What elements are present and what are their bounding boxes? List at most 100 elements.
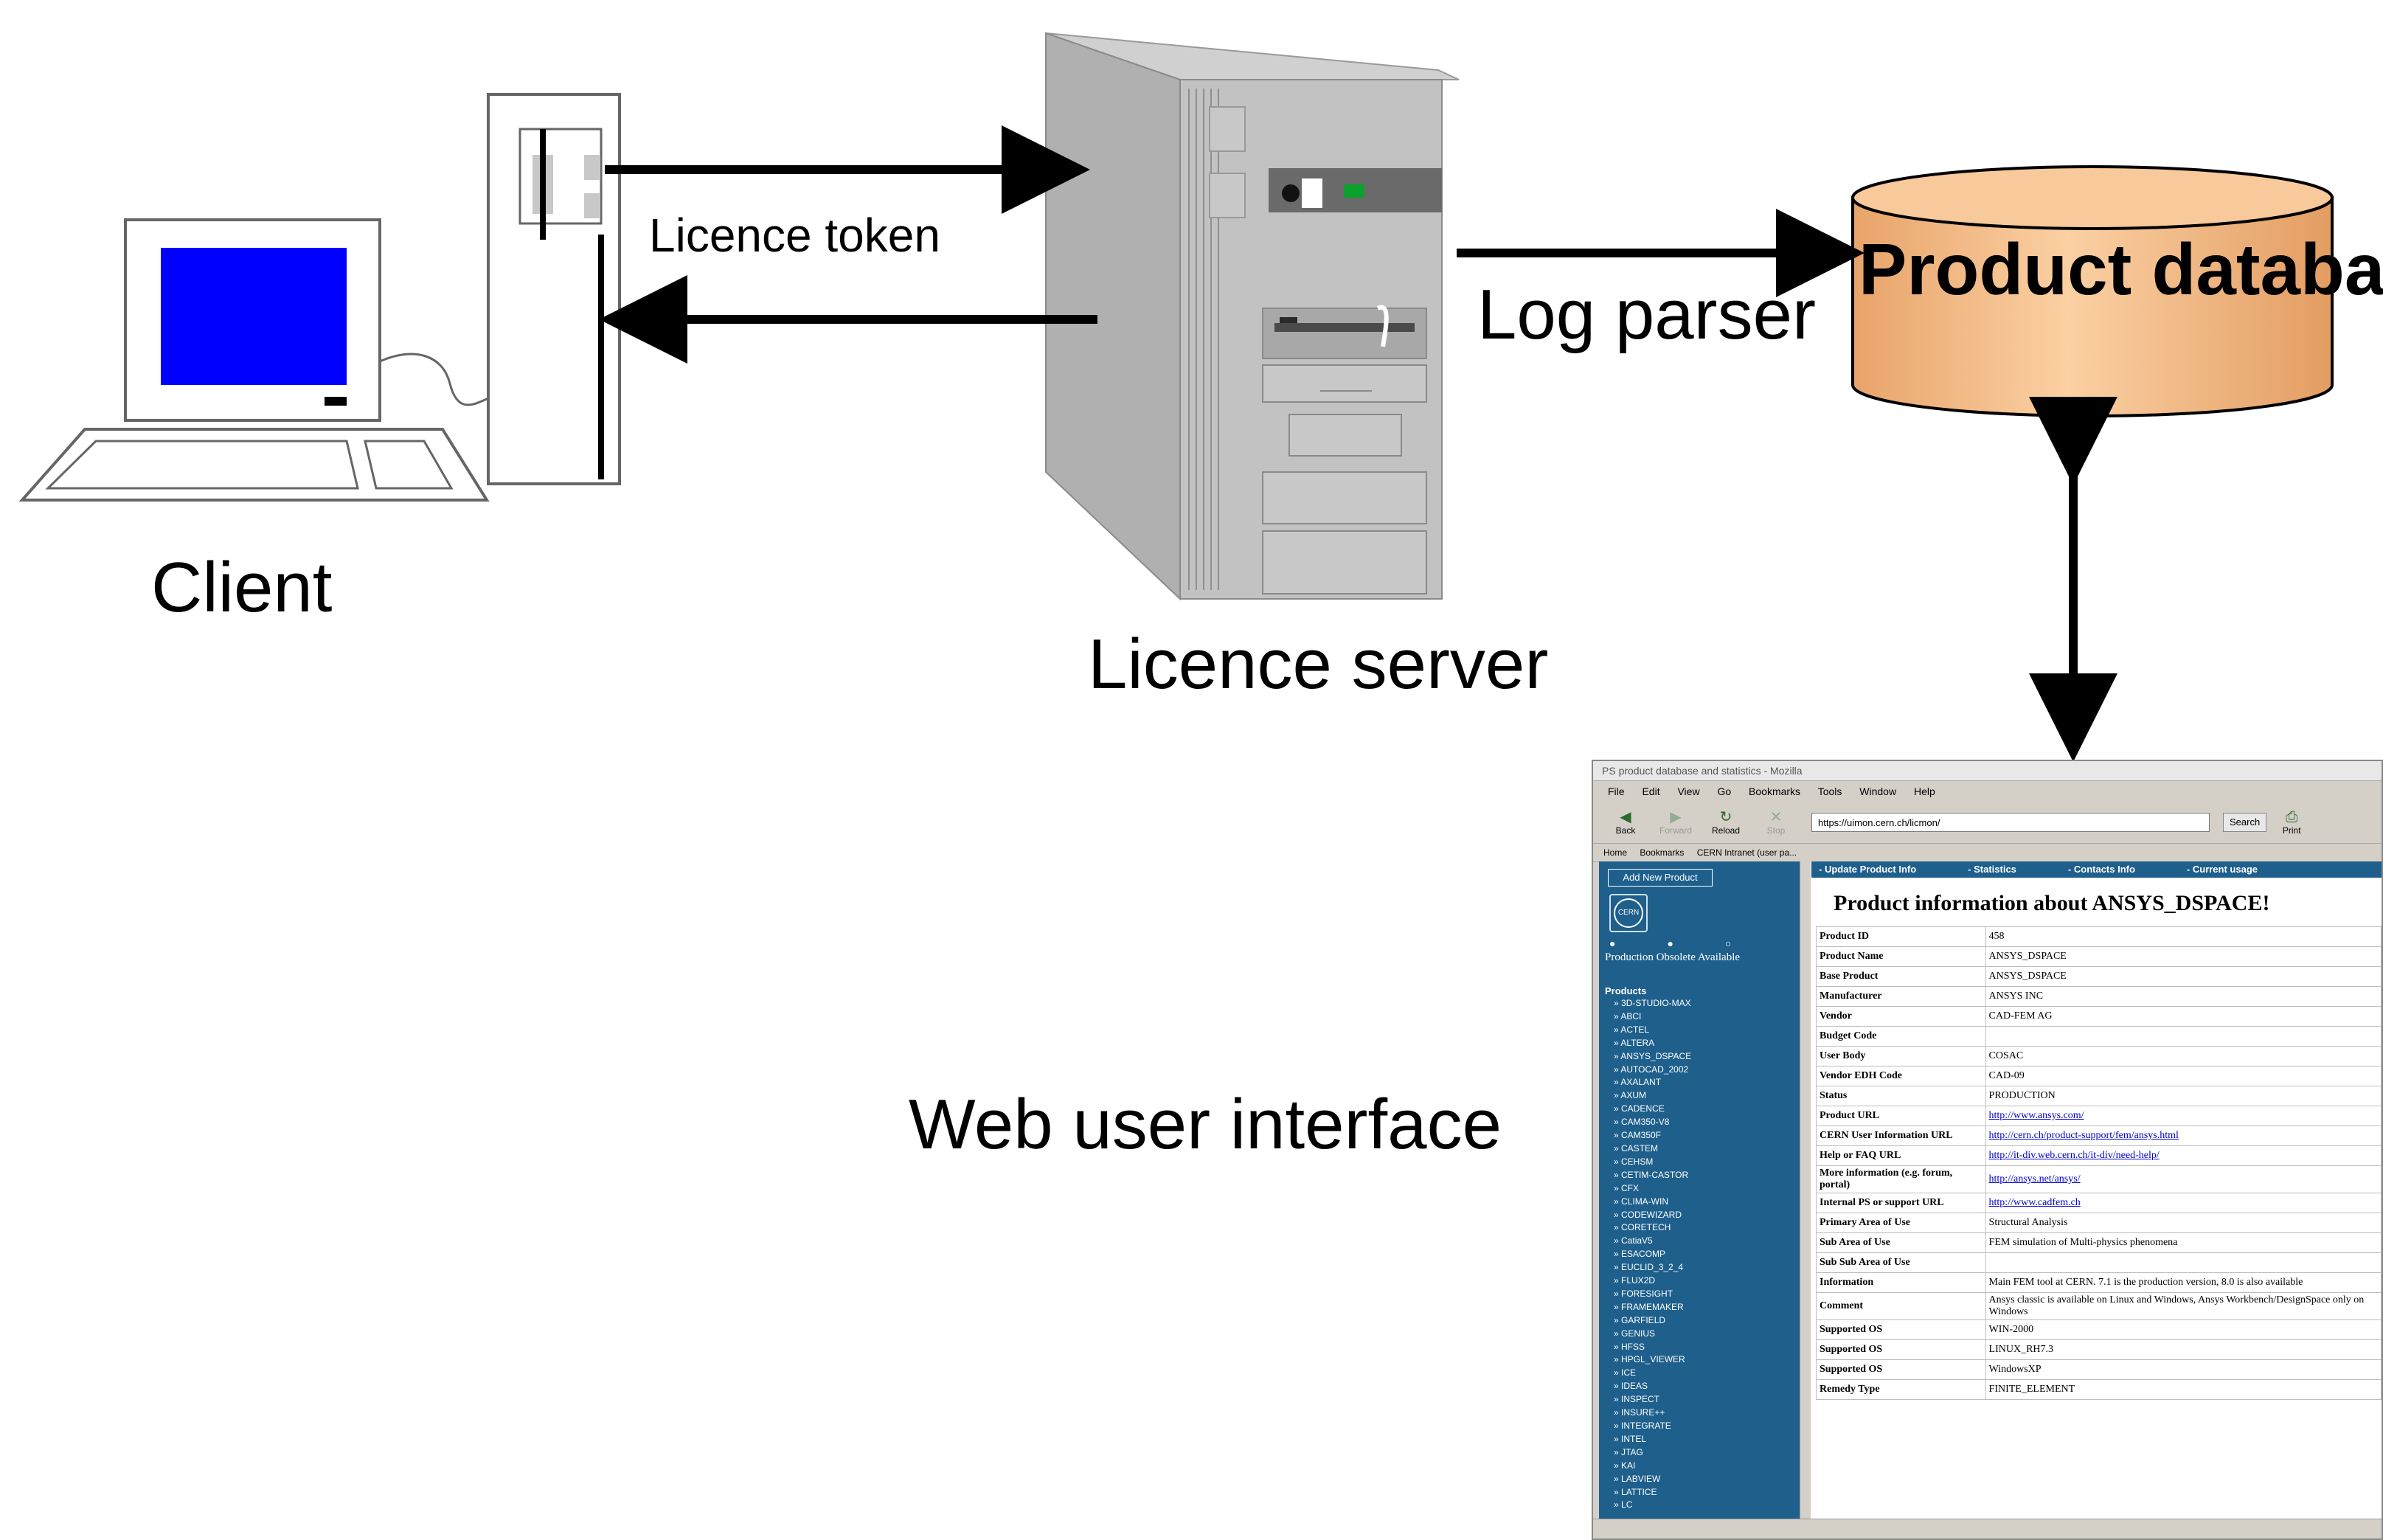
sidebar-product-item[interactable]: CFX bbox=[1614, 1182, 1691, 1196]
sidebar-product-item[interactable]: CASTEM bbox=[1614, 1142, 1691, 1156]
sidebar-product-item[interactable]: ANSYS_DSPACE bbox=[1614, 1050, 1691, 1064]
sidebar-product-item[interactable]: ICE bbox=[1614, 1367, 1691, 1380]
menu-help[interactable]: Help bbox=[1913, 785, 1935, 797]
sidebar-product-item[interactable]: CAM350-V8 bbox=[1614, 1116, 1691, 1129]
status-filter-radios[interactable]: ●●○ bbox=[1609, 937, 1783, 949]
licence-server-label: Licence server bbox=[1088, 625, 1549, 704]
menu-go[interactable]: Go bbox=[1717, 785, 1732, 797]
sidebar-product-item[interactable]: FRAMEMAKER bbox=[1614, 1301, 1691, 1314]
sidebar-product-item[interactable]: CatiaV5 bbox=[1614, 1235, 1691, 1248]
sidebar-product-item[interactable]: LABVIEW bbox=[1614, 1473, 1691, 1486]
sidebar-product-item[interactable]: AUTOCAD_2002 bbox=[1614, 1064, 1691, 1077]
field-name: Supported OS bbox=[1816, 1319, 1986, 1340]
sidebar-scrollbar[interactable] bbox=[1800, 861, 1811, 1519]
sidebar-product-item[interactable]: HFSS bbox=[1614, 1341, 1691, 1354]
browser-menu-bar: File Edit View Go Bookmarks Tools Window… bbox=[1593, 781, 2382, 802]
menu-window[interactable]: Window bbox=[1859, 785, 1897, 797]
sidebar-product-item[interactable]: 3D-STUDIO-MAX bbox=[1614, 997, 1691, 1010]
forward-button[interactable]: ▶Forward bbox=[1651, 809, 1701, 836]
menu-file[interactable]: File bbox=[1608, 785, 1625, 797]
menu-tools[interactable]: Tools bbox=[1817, 785, 1842, 797]
sidebar-product-item[interactable]: ABCI bbox=[1614, 1010, 1691, 1024]
sidebar-product-item[interactable]: AXUM bbox=[1614, 1089, 1691, 1103]
client-computer-icon bbox=[18, 93, 621, 502]
sidebar-product-item[interactable]: INTEL bbox=[1614, 1433, 1691, 1446]
field-value: FINITE_ELEMENT bbox=[1985, 1379, 2382, 1400]
field-name: CERN User Information URL bbox=[1816, 1125, 1986, 1146]
field-value: COSAC bbox=[1985, 1046, 2382, 1066]
add-new-product-button[interactable]: Add New Product bbox=[1608, 869, 1713, 887]
browser-toolbar: ◀Back ▶Forward ↻Reload ✕Stop https://uim… bbox=[1593, 802, 2382, 843]
field-value bbox=[1985, 1252, 2382, 1273]
sidebar-product-item[interactable]: LATTICE bbox=[1614, 1486, 1691, 1499]
tab-update-product-info[interactable]: - Update Product Info bbox=[1819, 864, 1917, 875]
sidebar-product-item[interactable]: INSURE++ bbox=[1614, 1407, 1691, 1420]
sidebar-product-item[interactable]: CETIM-CASTOR bbox=[1614, 1169, 1691, 1182]
sidebar-product-item[interactable]: CADENCE bbox=[1614, 1103, 1691, 1116]
field-link[interactable]: http://ansys.net/ansys/ bbox=[1985, 1165, 2382, 1193]
reload-button[interactable]: ↻Reload bbox=[1701, 809, 1751, 836]
sidebar-product-item[interactable]: FLUX2D bbox=[1614, 1274, 1691, 1288]
print-icon: ⎙ bbox=[2286, 809, 2298, 825]
field-value: ANSYS INC bbox=[1985, 986, 2382, 1007]
tab-statistics[interactable]: - Statistics bbox=[1968, 864, 2016, 875]
field-name: Supported OS bbox=[1816, 1359, 1986, 1380]
field-name: Product ID bbox=[1816, 926, 1986, 947]
tab-contacts-info[interactable]: - Contacts Info bbox=[2067, 864, 2135, 875]
sidebar-product-item[interactable]: FORESIGHT bbox=[1614, 1288, 1691, 1301]
sidebar-product-item[interactable]: ACTEL bbox=[1614, 1024, 1691, 1037]
field-value: WindowsXP bbox=[1985, 1359, 2382, 1380]
field-name: Budget Code bbox=[1816, 1026, 1986, 1047]
client-label: Client bbox=[151, 548, 333, 627]
product-sidebar: Add New Product CERN ●●○ Production Obso… bbox=[1599, 861, 1800, 1519]
sidebar-product-item[interactable]: INSPECT bbox=[1614, 1393, 1691, 1407]
field-value: 458 bbox=[1985, 926, 2382, 947]
sidebar-product-item[interactable]: EUCLID_3_2_4 bbox=[1614, 1261, 1691, 1274]
sidebar-product-item[interactable]: GARFIELD bbox=[1614, 1314, 1691, 1328]
licence-token-label: Licence token bbox=[649, 209, 940, 262]
sidebar-product-item[interactable]: HPGL_VIEWER bbox=[1614, 1353, 1691, 1367]
sidebar-product-item[interactable]: GENIUS bbox=[1614, 1328, 1691, 1341]
print-button[interactable]: ⎙Print bbox=[2266, 809, 2317, 836]
sidebar-product-item[interactable]: ALTERA bbox=[1614, 1037, 1691, 1050]
sidebar-product-item[interactable]: CORETECH bbox=[1614, 1221, 1691, 1235]
tab-current-usage[interactable]: - Current usage bbox=[2186, 864, 2258, 875]
sidebar-product-item[interactable]: KAI bbox=[1614, 1460, 1691, 1473]
sidebar-product-item[interactable]: CAM350F bbox=[1614, 1129, 1691, 1142]
field-value bbox=[1985, 1026, 2382, 1047]
field-link[interactable]: http://www.ansys.com/ bbox=[1985, 1106, 2382, 1126]
field-link[interactable]: http://it-div.web.cern.ch/it-div/need-he… bbox=[1985, 1145, 2382, 1166]
sidebar-product-item[interactable]: LC bbox=[1614, 1499, 1691, 1512]
url-input[interactable]: https://uimon.cern.ch/licmon/ bbox=[1811, 813, 2210, 832]
menu-view[interactable]: View bbox=[1677, 785, 1700, 797]
search-button[interactable]: Search bbox=[2223, 813, 2267, 832]
bookmark-bookmarks[interactable]: Bookmarks bbox=[1640, 847, 1685, 858]
sidebar-product-item[interactable]: CLIMA-WIN bbox=[1614, 1196, 1691, 1209]
menu-bookmarks[interactable]: Bookmarks bbox=[1749, 785, 1801, 797]
stop-button[interactable]: ✕Stop bbox=[1751, 809, 1801, 836]
field-name: Manufacturer bbox=[1816, 986, 1986, 1007]
sidebar-product-item[interactable]: CEHSM bbox=[1614, 1156, 1691, 1169]
table-row: More information (e.g. forum, portal)htt… bbox=[1816, 1165, 2382, 1193]
sidebar-product-item[interactable]: ESACOMP bbox=[1614, 1248, 1691, 1261]
product-database-label: Product database bbox=[1859, 229, 2383, 310]
menu-edit[interactable]: Edit bbox=[1642, 785, 1660, 797]
bookmark-home[interactable]: Home bbox=[1603, 847, 1628, 858]
field-name: More information (e.g. forum, portal) bbox=[1816, 1165, 1986, 1193]
field-link[interactable]: http://cern.ch/product-support/fem/ansys… bbox=[1985, 1125, 2382, 1146]
back-button[interactable]: ◀Back bbox=[1600, 809, 1651, 836]
sidebar-product-item[interactable]: CODEWIZARD bbox=[1614, 1209, 1691, 1222]
field-link[interactable]: http://www.cadfem.ch bbox=[1985, 1193, 2382, 1213]
sidebar-product-item[interactable]: AXALANT bbox=[1614, 1076, 1691, 1089]
sidebar-product-item[interactable]: INTEGRATE bbox=[1614, 1420, 1691, 1433]
field-value: FEM simulation of Multi-physics phenomen… bbox=[1985, 1232, 2382, 1253]
sidebar-product-item[interactable]: IDEAS bbox=[1614, 1380, 1691, 1393]
browser-title-bar: PS product database and statistics - Moz… bbox=[1593, 761, 2382, 781]
bookmark-cern-intranet[interactable]: CERN Intranet (user pa... bbox=[1696, 847, 1797, 858]
field-value: LINUX_RH7.3 bbox=[1985, 1339, 2382, 1360]
sidebar-product-item[interactable]: JTAG bbox=[1614, 1446, 1691, 1460]
